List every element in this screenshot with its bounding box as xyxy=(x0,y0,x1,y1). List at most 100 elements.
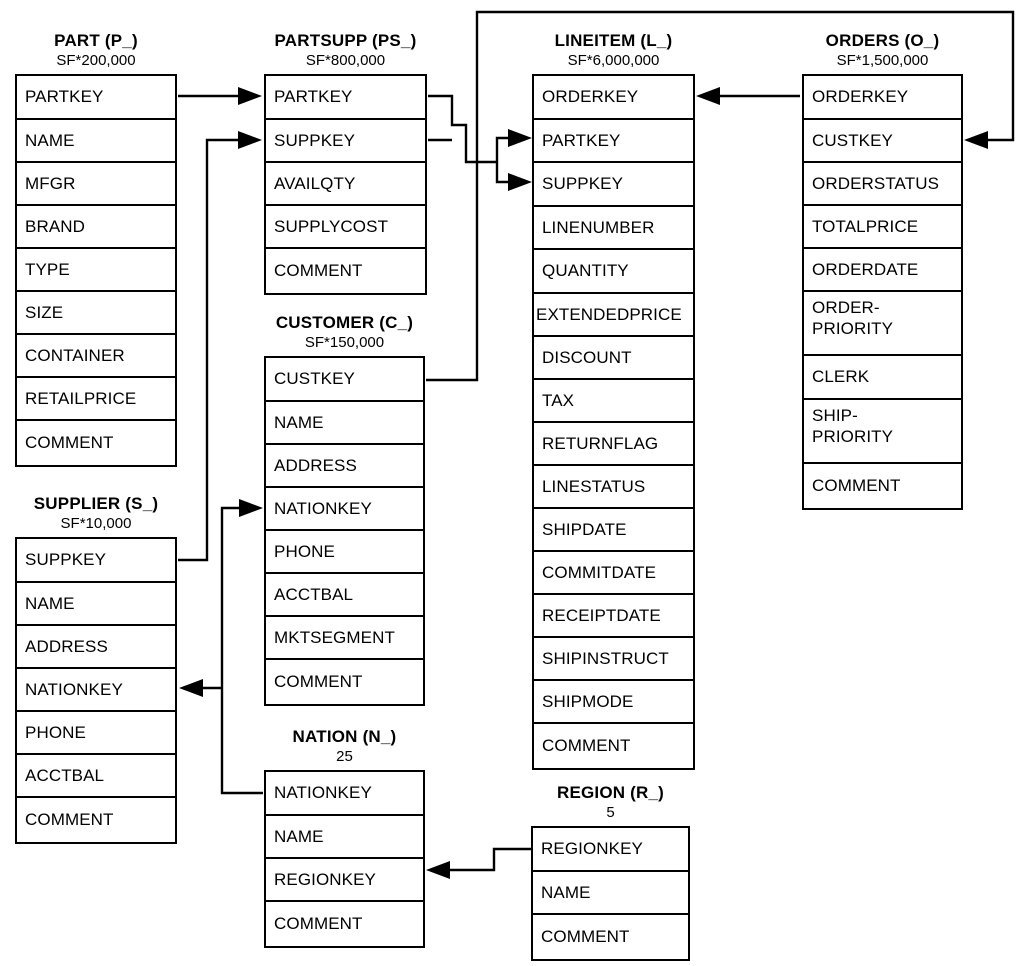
field-region-regionkey[interactable]: REGIONKEY xyxy=(533,828,688,872)
field-orders-orderpriority[interactable]: ORDER- PRIORITY xyxy=(804,292,961,356)
field-supplier-comment[interactable]: COMMENT xyxy=(17,798,175,842)
field-partsupp-supplycost[interactable]: SUPPLYCOST xyxy=(266,206,425,249)
entity-orders-title: ORDERS (O_) xyxy=(825,31,940,50)
field-lineitem-extendedprice[interactable]: EXTENDEDPRICE xyxy=(534,294,693,337)
field-nation-name[interactable]: NAME xyxy=(266,816,423,859)
entity-supplier-fields: SUPPKEY NAME ADDRESS NATIONKEY PHONE ACC… xyxy=(15,537,177,844)
field-region-name[interactable]: NAME xyxy=(533,872,688,915)
entity-orders-cardinality: SF*1,500,000 xyxy=(836,52,929,69)
field-lineitem-linestatus[interactable]: LINESTATUS xyxy=(534,466,693,509)
field-customer-phone[interactable]: PHONE xyxy=(266,531,423,574)
entity-partsupp-title: PARTSUPP (PS_) xyxy=(274,31,417,50)
entity-supplier: SUPPLIER (S_) SF*10,000 SUPPKEY NAME ADD… xyxy=(15,493,177,844)
field-lineitem-shipdate[interactable]: SHIPDATE xyxy=(534,509,693,552)
field-lineitem-shipmode[interactable]: SHIPMODE xyxy=(534,681,693,724)
field-orders-orderpriority-line1: ORDER- xyxy=(812,298,880,317)
field-customer-name[interactable]: NAME xyxy=(266,402,423,445)
field-part-size[interactable]: SIZE xyxy=(17,292,175,335)
field-partsupp-comment[interactable]: COMMENT xyxy=(266,249,425,293)
field-lineitem-discount[interactable]: DISCOUNT xyxy=(534,337,693,380)
field-lineitem-linenumber[interactable]: LINENUMBER xyxy=(534,207,693,250)
field-orders-custkey[interactable]: CUSTKEY xyxy=(804,120,961,163)
connector-region-to-nation xyxy=(426,847,531,879)
field-lineitem-receiptdate[interactable]: RECEIPTDATE xyxy=(534,595,693,638)
field-customer-custkey[interactable]: CUSTKEY xyxy=(266,358,423,402)
field-partsupp-availqty[interactable]: AVAILQTY xyxy=(266,163,425,206)
entity-lineitem-fields: ORDERKEY PARTKEY SUPPKEY LINENUMBER QUAN… xyxy=(532,74,695,770)
field-lineitem-returnflag[interactable]: RETURNFLAG xyxy=(534,423,693,466)
field-orders-orderpriority-line2: PRIORITY xyxy=(812,319,894,338)
field-partsupp-suppkey[interactable]: SUPPKEY xyxy=(266,120,425,163)
entity-partsupp-fields: PARTKEY SUPPKEY AVAILQTY SUPPLYCOST COMM… xyxy=(264,74,427,295)
field-orders-comment[interactable]: COMMENT xyxy=(804,464,961,508)
field-part-name[interactable]: NAME xyxy=(17,120,175,163)
field-supplier-phone[interactable]: PHONE xyxy=(17,712,175,755)
field-orders-totalprice[interactable]: TOTALPRICE xyxy=(804,206,961,249)
entity-lineitem-cardinality: SF*6,000,000 xyxy=(567,52,660,69)
field-supplier-acctbal[interactable]: ACCTBAL xyxy=(17,755,175,798)
field-customer-mktsegment[interactable]: MKTSEGMENT xyxy=(266,617,423,660)
field-part-retailprice[interactable]: RETAILPRICE xyxy=(17,378,175,421)
entity-orders: ORDERS (O_) SF*1,500,000 ORDERKEY CUSTKE… xyxy=(802,30,963,510)
entity-lineitem: LINEITEM (L_) SF*6,000,000 ORDERKEY PART… xyxy=(532,30,695,770)
entity-customer: CUSTOMER (C_) SF*150,000 CUSTKEY NAME AD… xyxy=(264,312,425,706)
field-lineitem-commitdate[interactable]: COMMITDATE xyxy=(534,552,693,595)
field-customer-comment[interactable]: COMMENT xyxy=(266,660,423,704)
field-orders-shippriority-line1: SHIP- xyxy=(812,406,858,425)
field-supplier-name[interactable]: NAME xyxy=(17,583,175,626)
field-partsupp-partkey[interactable]: PARTKEY xyxy=(266,76,425,120)
field-lineitem-partkey[interactable]: PARTKEY xyxy=(534,120,693,163)
field-lineitem-orderkey[interactable]: ORDERKEY xyxy=(534,76,693,120)
entity-partsupp: PARTSUPP (PS_) SF*800,000 PARTKEY SUPPKE… xyxy=(264,30,427,295)
field-nation-comment[interactable]: COMMENT xyxy=(266,902,423,946)
field-part-partkey[interactable]: PARTKEY xyxy=(17,76,175,120)
entity-supplier-title: SUPPLIER (S_) xyxy=(33,494,159,513)
entity-region-title: REGION (R_) xyxy=(556,783,665,802)
field-orders-shippriority[interactable]: SHIP- PRIORITY xyxy=(804,400,961,464)
field-part-brand[interactable]: BRAND xyxy=(17,206,175,249)
entity-region-fields: REGIONKEY NAME COMMENT xyxy=(531,826,690,961)
entity-orders-fields: ORDERKEY CUSTKEY ORDERSTATUS TOTALPRICE … xyxy=(802,74,963,510)
field-customer-address[interactable]: ADDRESS xyxy=(266,445,423,488)
field-orders-orderkey[interactable]: ORDERKEY xyxy=(804,76,961,120)
field-orders-clerk[interactable]: CLERK xyxy=(804,356,961,400)
connector-nation-to-customer-supplier xyxy=(179,499,263,795)
connector-part-to-partsupp xyxy=(178,87,262,105)
entity-part-fields: PARTKEY NAME MFGR BRAND TYPE SIZE CONTAI… xyxy=(15,74,177,467)
field-orders-shippriority-line2: PRIORITY xyxy=(812,427,894,446)
field-customer-acctbal[interactable]: ACCTBAL xyxy=(266,574,423,617)
entity-nation: NATION (N_) 25 NATIONKEY NAME REGIONKEY … xyxy=(264,726,425,948)
entity-partsupp-cardinality: SF*800,000 xyxy=(305,52,386,69)
field-supplier-suppkey[interactable]: SUPPKEY xyxy=(17,539,175,583)
entity-customer-title: CUSTOMER (C_) xyxy=(275,313,414,332)
connector-orders-to-lineitem xyxy=(696,87,800,105)
field-lineitem-tax[interactable]: TAX xyxy=(534,380,693,423)
field-lineitem-comment[interactable]: COMMENT xyxy=(534,724,693,768)
field-part-comment[interactable]: COMMENT xyxy=(17,421,175,465)
field-nation-regionkey[interactable]: REGIONKEY xyxy=(266,859,423,902)
entity-supplier-cardinality: SF*10,000 xyxy=(60,515,132,532)
entity-customer-cardinality: SF*150,000 xyxy=(304,334,385,351)
entity-region-cardinality: 5 xyxy=(606,804,615,821)
field-lineitem-suppkey[interactable]: SUPPKEY xyxy=(534,163,693,207)
connector-supplier-to-partsupp xyxy=(178,131,262,562)
field-part-container[interactable]: CONTAINER xyxy=(17,335,175,378)
field-part-type[interactable]: TYPE xyxy=(17,249,175,292)
field-lineitem-quantity[interactable]: QUANTITY xyxy=(534,250,693,294)
field-orders-orderstatus[interactable]: ORDERSTATUS xyxy=(804,163,961,206)
field-customer-nationkey[interactable]: NATIONKEY xyxy=(266,488,423,531)
entity-nation-cardinality: 25 xyxy=(336,748,353,765)
entity-part-cardinality: SF*200,000 xyxy=(56,52,136,69)
field-region-comment[interactable]: COMMENT xyxy=(533,915,688,959)
field-supplier-nationkey[interactable]: NATIONKEY xyxy=(17,669,175,712)
entity-region: REGION (R_) 5 REGIONKEY NAME COMMENT xyxy=(531,782,690,961)
field-part-mfgr[interactable]: MFGR xyxy=(17,163,175,206)
field-supplier-address[interactable]: ADDRESS xyxy=(17,626,175,669)
field-nation-nationkey[interactable]: NATIONKEY xyxy=(266,772,423,816)
field-orders-orderdate[interactable]: ORDERDATE xyxy=(804,249,961,292)
entity-lineitem-title: LINEITEM (L_) xyxy=(554,31,673,50)
field-lineitem-shipinstruct[interactable]: SHIPINSTRUCT xyxy=(534,638,693,681)
entity-customer-fields: CUSTKEY NAME ADDRESS NATIONKEY PHONE ACC… xyxy=(264,356,425,706)
entity-part: PART (P_) SF*200,000 PARTKEY NAME MFGR B… xyxy=(15,30,177,467)
